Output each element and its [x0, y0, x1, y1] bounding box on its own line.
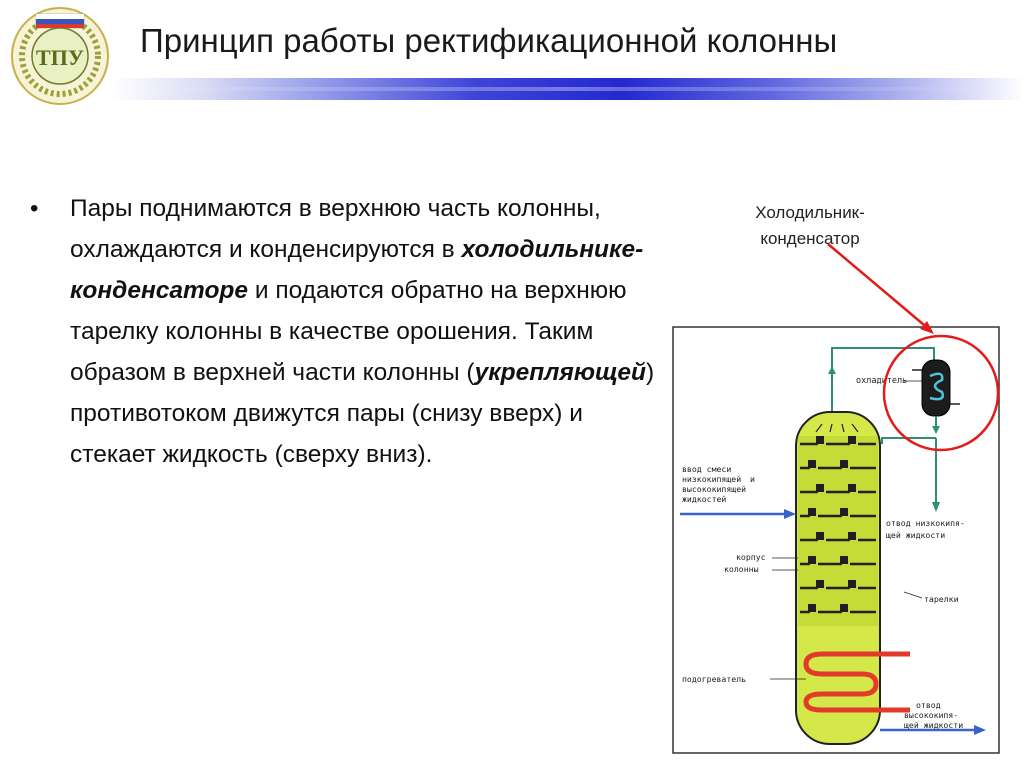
callout-arrow [827, 243, 931, 331]
university-logo: ТПУ [6, 4, 114, 108]
label-feed-4: высококипящей [682, 484, 746, 494]
label-high-out-1: отвод [916, 700, 941, 710]
bullet-text-part-2: и подаются обратно на верхнюю тарелку ко… [70, 277, 627, 386]
term-cooler-condenser: холодильнике-конденсаторе [70, 236, 644, 304]
label-feed-2: низкокипящей [682, 474, 741, 484]
bullet-text-part-1: Пары поднимаются в верхнюю часть колонны… [70, 195, 601, 263]
label-shell-2: колонны [724, 564, 759, 574]
title-underline-bar [112, 78, 1024, 100]
page-title: Принцип работы ректификационной колонны [140, 22, 838, 59]
label-low-out-1: отвод низкокипя- [886, 518, 965, 528]
label-high-out-2: высококипя- [904, 710, 958, 720]
label-plates: тарелки [924, 594, 959, 604]
label-feed-1: ввод смеси [682, 464, 731, 474]
label-cooler: охладитель [856, 376, 907, 386]
label-feed-5: жидкостей [682, 494, 726, 504]
bullet-dot: • [30, 195, 39, 222]
bullet-text-part-3: ) противотоком движутся пары (снизу ввер… [70, 359, 655, 468]
heater-coil [803, 651, 910, 713]
label-heater: подогреватель [682, 674, 746, 684]
callout-cooler-condenser: Холодильник-конденсатор [755, 203, 865, 248]
label-high-out-3: щей жидкости [904, 720, 963, 730]
term-rectifying: укрепляющей [474, 359, 646, 386]
label-low-out-2: щей жидкости [886, 530, 945, 540]
label-feed-3: и [750, 474, 755, 484]
bullet-item: Пары поднимаются в верхнюю часть колонны… [70, 188, 660, 475]
column-diagram: охладитель [672, 326, 1000, 754]
label-shell-1: корпус [736, 552, 766, 562]
logo-monogram: ТПУ [36, 45, 84, 70]
